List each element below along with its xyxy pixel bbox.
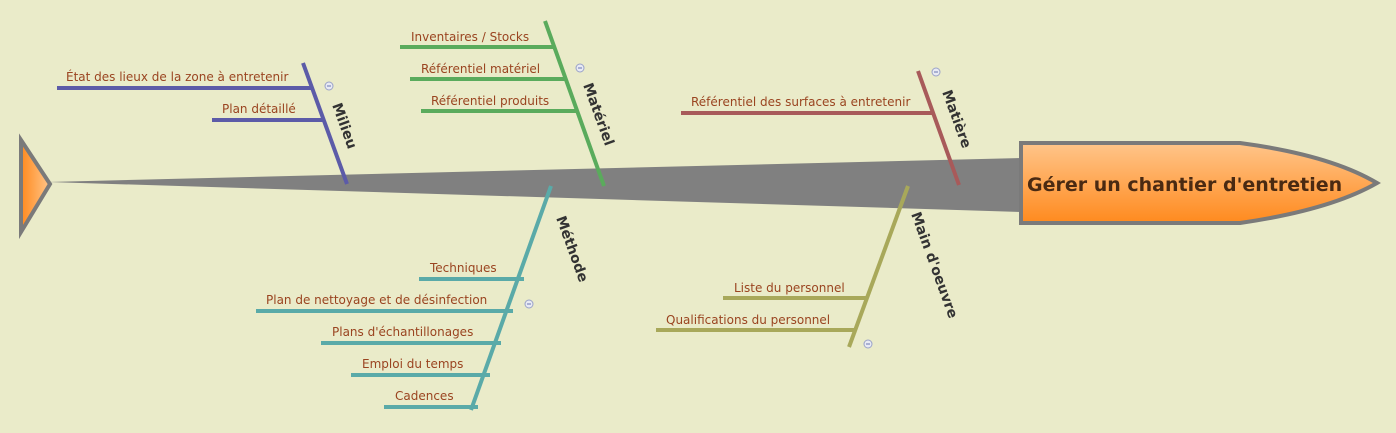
leaf-label[interactable]: Plan de nettoyage et de désinfection (266, 293, 487, 307)
leaf-label[interactable]: Référentiel matériel (421, 62, 540, 76)
leaf-label[interactable]: Cadences (395, 389, 454, 403)
leaf-label[interactable]: Plans d'échantillonages (332, 325, 473, 339)
collapse-icon[interactable] (575, 63, 585, 73)
branch-label: Main d'oeuvre (907, 210, 960, 321)
fish-head[interactable] (1019, 141, 1381, 225)
branch-line (916, 70, 961, 186)
branch-line (847, 185, 910, 348)
collapse-icon[interactable] (863, 339, 873, 349)
branch-line (301, 62, 349, 185)
collapse-icon[interactable] (931, 67, 941, 77)
branch-main-doeuvre[interactable]: Liste du personnel Qualifications du per… (656, 185, 961, 349)
collapse-icon[interactable] (524, 299, 534, 309)
leaf-label[interactable]: Techniques (429, 261, 497, 275)
head-label: Gérer un chantier d'entretien (1027, 174, 1342, 196)
leaf-label[interactable]: Référentiel produits (431, 94, 549, 108)
leaf-label[interactable]: Inventaires / Stocks (411, 30, 529, 44)
branch-label: Méthode (552, 214, 591, 285)
branch-line (469, 185, 553, 411)
fish-tail (19, 133, 53, 240)
leaf-label[interactable]: Qualifications du personnel (666, 313, 830, 327)
leaf-label[interactable]: État des lieux de la zone à entretenir (66, 69, 289, 84)
leaf-label[interactable]: Emploi du temps (362, 357, 463, 371)
fish-spine (48, 158, 1022, 212)
branch-methode[interactable]: Techniques Plan de nettoyage et de désin… (256, 185, 591, 411)
branch-milieu[interactable]: État des lieux de la zone à entretenir P… (57, 62, 360, 185)
branch-line (543, 20, 606, 187)
leaf-label[interactable]: Plan détaillé (222, 102, 296, 116)
collapse-icon[interactable] (324, 81, 334, 91)
leaf-label[interactable]: Liste du personnel (734, 281, 845, 295)
branch-materiel[interactable]: Inventaires / Stocks Référentiel matérie… (400, 20, 617, 187)
leaf-label[interactable]: Référentiel des surfaces à entretenir (691, 95, 910, 109)
